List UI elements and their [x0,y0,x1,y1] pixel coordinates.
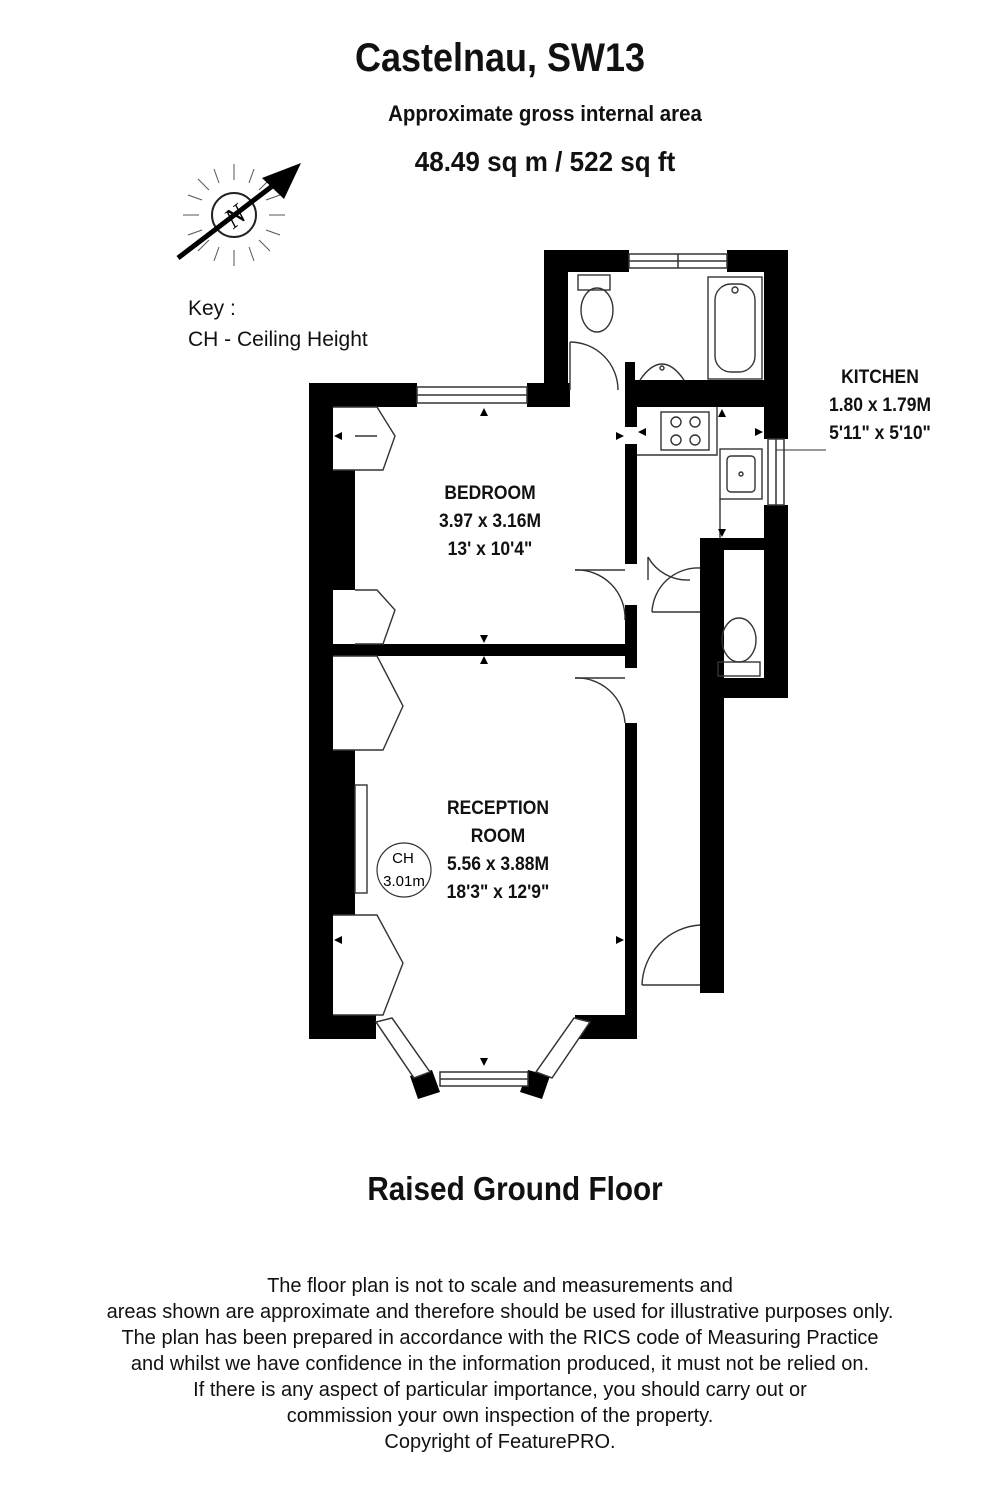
area-caption: Approximate gross internal area [388,101,702,126]
disclaimer-line: commission your own inspection of the pr… [286,1405,714,1427]
kitchen-metric-size: 1.80 x 1.79M [828,395,932,416]
windows [374,253,785,1087]
dimension-markers [334,408,763,1066]
disclaimer-line: areas shown are approximate and therefor… [106,1301,894,1323]
walls [309,250,788,1099]
reception-name-line-2: ROOM [470,826,526,847]
bedroom-metric-size: 3.97 x 3.16M [438,511,542,532]
key-entry-ceiling-height: CH - Ceiling Height [188,328,368,351]
reception-imperial-size: 18'3" x 12'9" [446,882,550,903]
gross-area-value: 48.49 sq m / 522 sq ft [414,146,676,177]
disclaimer: The floor plan is not to scale and measu… [0,1273,1000,1455]
bedroom-imperial-size: 13' x 10'4" [447,539,533,560]
ceiling-height-marker [376,842,432,898]
reception-name-line-1: RECEPTION [446,798,549,819]
kitchen-name: KITCHEN [841,367,919,388]
room-label-bedroom: BEDROOM 3.97 x 3.16M 13' x 10'4" [407,480,573,564]
reception-metric-size: 5.56 x 3.88M [446,854,550,875]
disclaimer-line: and whilst we have confidence in the inf… [130,1353,870,1375]
bedroom-name: BEDROOM [444,483,536,504]
floor-name: Raised Ground Floor [367,1170,663,1207]
plan-title: Castelnau, SW13 [354,36,646,80]
room-label-kitchen: KITCHEN 1.80 x 1.79M 5'11" x 5'10" [797,364,963,448]
kitchen-imperial-size: 5'11" x 5'10" [829,423,931,444]
disclaimer-line: The floor plan is not to scale and measu… [267,1275,733,1297]
ceiling-height-value: 3.01m [383,873,425,890]
room-label-reception: RECEPTION ROOM 5.56 x 3.88M 18'3" x 12'9… [415,795,581,907]
fixtures [333,274,763,1016]
disclaimer-line: The plan has been prepared in accordance… [121,1327,879,1349]
key-title: Key : [188,297,236,320]
ceiling-height-label: CH [392,850,414,867]
copyright: Copyright of FeaturePRO. [384,1431,616,1453]
disclaimer-line: If there is any aspect of particular imp… [193,1379,807,1401]
north-arrow-icon: N [176,163,301,266]
